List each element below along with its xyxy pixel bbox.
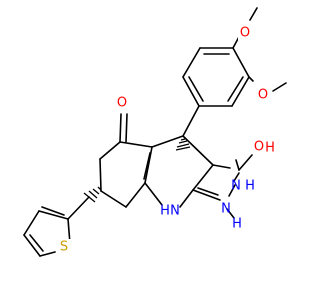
amine-n-label: N [170,204,180,219]
ketone-bond [119,113,128,143]
pyrazole-n-lower-label: N [221,202,231,217]
molecule-structure: O O O O H N H N H N H S [23,7,287,257]
pyrazole-h-upper-label: H [245,179,255,194]
hydroxy-o-label: O [254,140,264,155]
methoxy-o-top-label: O [240,26,250,41]
atom-labels: O O O O H N H N H N H S [57,26,275,255]
hydroxy-h-label: H [265,141,275,156]
aryl-link-bond [182,105,200,137]
amine-h-label: H [160,204,170,219]
ketone-o-label: O [117,96,127,111]
dihydropyridine-ring [143,135,214,208]
dimethoxyphenyl-ring [182,47,250,107]
pyrazole-ring [192,159,240,219]
thiophene-ring [23,196,90,257]
methoxy-o-mid-label: O [258,88,268,103]
pyrazole-n-upper-label: N [231,179,241,194]
thiophene-s-label: S [60,240,68,255]
pyrazole-h-lower-label: H [232,217,242,232]
cyclohexenone-ring [99,141,153,208]
hydroxy-bond [238,154,253,171]
methoxy-groups [232,7,287,92]
stereo-hash-c4 [175,138,191,151]
